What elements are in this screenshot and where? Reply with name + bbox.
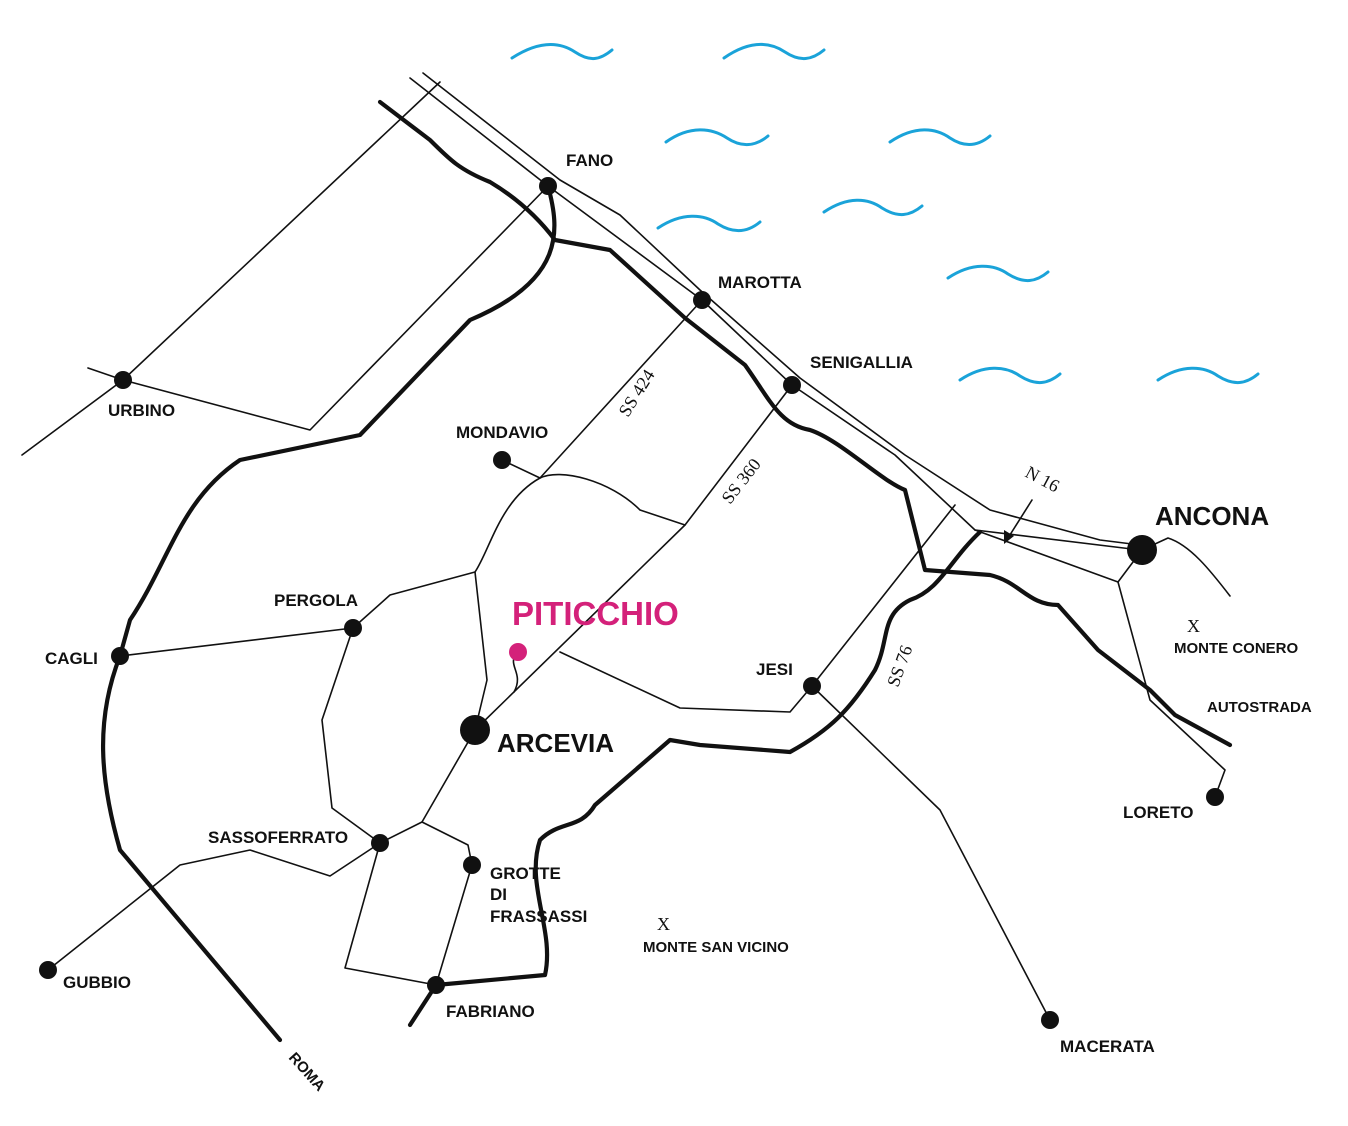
label-gubbio: GUBBIO [63,973,131,992]
road-pergola-sassoferrato [321,627,381,844]
road-marotta-mondavio [501,299,703,479]
sea-wave [888,128,992,146]
coastal-railway [422,72,1141,546]
label-ss424: SS 424 [614,366,658,420]
city-dot-fabriano [427,976,445,994]
sea-wave [722,42,826,60]
city-dot-senigallia [783,376,801,394]
label-marotta: MAROTTA [718,273,802,292]
road-grotte [421,821,473,986]
city-dot-marotta [693,291,711,309]
sea-wave [958,366,1062,384]
city-dot-pergola [344,619,362,637]
label-arcevia: ARCEVIA [497,728,614,758]
label-grotte-2: DI [490,885,507,904]
label-fabriano: FABRIANO [446,1002,535,1021]
city-dot-urbino [114,371,132,389]
label-cagli: CAGLI [45,649,98,668]
mountain-mark-conero: X [1187,616,1200,636]
road-flaminia [100,183,557,1043]
road-mondavio-ss360 [539,473,686,526]
n16-arrow-line [1007,499,1033,539]
label-grotte-3: FRASSASSI [490,907,587,926]
road-ss76 [407,529,983,1028]
sea-wave [822,198,924,216]
thin-roads [21,72,1231,1021]
road-ss360 [474,384,793,731]
city-dot-gubbio [39,961,57,979]
main-roads [100,99,1233,1043]
road-jesi-ancona [811,504,956,687]
label-urbino: URBINO [108,401,175,420]
city-dot-macerata [1041,1011,1059,1029]
city-dot-grotte [463,856,481,874]
label-pergola: PERGOLA [274,591,358,610]
label-mondavio: MONDAVIO [456,423,548,442]
road-ancona-conero [1141,537,1231,597]
label-fano: FANO [566,151,613,170]
sea-waves [510,42,1260,384]
label-jesi: JESI [756,660,793,679]
road-arcevia-north [474,571,488,731]
label-macerata: MACERATA [1060,1037,1155,1056]
city-markers [39,177,1224,1029]
autostrada [377,99,1233,748]
label-monte-san-vicino: MONTE SAN VICINO [643,939,789,956]
road-urbino-coast [21,81,441,456]
city-dot-cagli [111,647,129,665]
road-arcevia-jesi [559,651,813,713]
label-sassoferrato: SASSOFERRATO [208,828,348,847]
label-ancona: ANCONA [1155,501,1269,531]
highlight-dot-piticchio [509,643,527,661]
sea-wave [1156,366,1260,384]
label-ss360: SS 360 [717,455,764,508]
city-dot-loreto [1206,788,1224,806]
road-cagli-pergola [119,627,354,657]
label-loreto: LORETO [1123,803,1194,822]
label-grotte-1: GROTTE [490,864,561,883]
city-dot-sassoferrato [371,834,389,852]
city-dot-ancona [1127,535,1157,565]
road-urbino-east [87,185,549,431]
road-gubbio-sassoferrato [47,842,381,971]
n16-arrow-head [1004,530,1014,544]
label-senigallia: SENIGALLIA [810,353,913,372]
sea-wave [656,214,762,232]
city-dot-mondavio [493,451,511,469]
sea-wave [510,42,614,60]
city-dot-jesi [803,677,821,695]
road-jesi-macerata [811,685,1051,1021]
label-n16: N 16 [1022,462,1063,496]
mountains: X MONTE CONERO X MONTE SAN VICINO [643,616,1299,956]
city-dot-arcevia [460,715,490,745]
label-roma: ROMA [285,1049,328,1095]
label-monte-conero: MONTE CONERO [1174,640,1299,657]
label-piticchio: PITICCHIO [512,595,679,632]
road-arcevia-sassoferrato [379,729,476,844]
city-labels: FANO MAROTTA SENIGALLIA ANCONA URBINO MO… [45,151,1269,1056]
road-ancona-loreto [1117,581,1226,798]
city-dot-fano [539,177,557,195]
label-ss76: SS 76 [883,643,916,690]
mountain-mark-san-vicino: X [657,914,670,934]
road-ancona-south [974,529,1143,583]
label-autostrada: AUTOSTRADA [1207,699,1312,716]
sea-wave [946,264,1050,282]
sea-wave [664,128,770,146]
road-sassoferrato-fabriano [344,842,437,986]
